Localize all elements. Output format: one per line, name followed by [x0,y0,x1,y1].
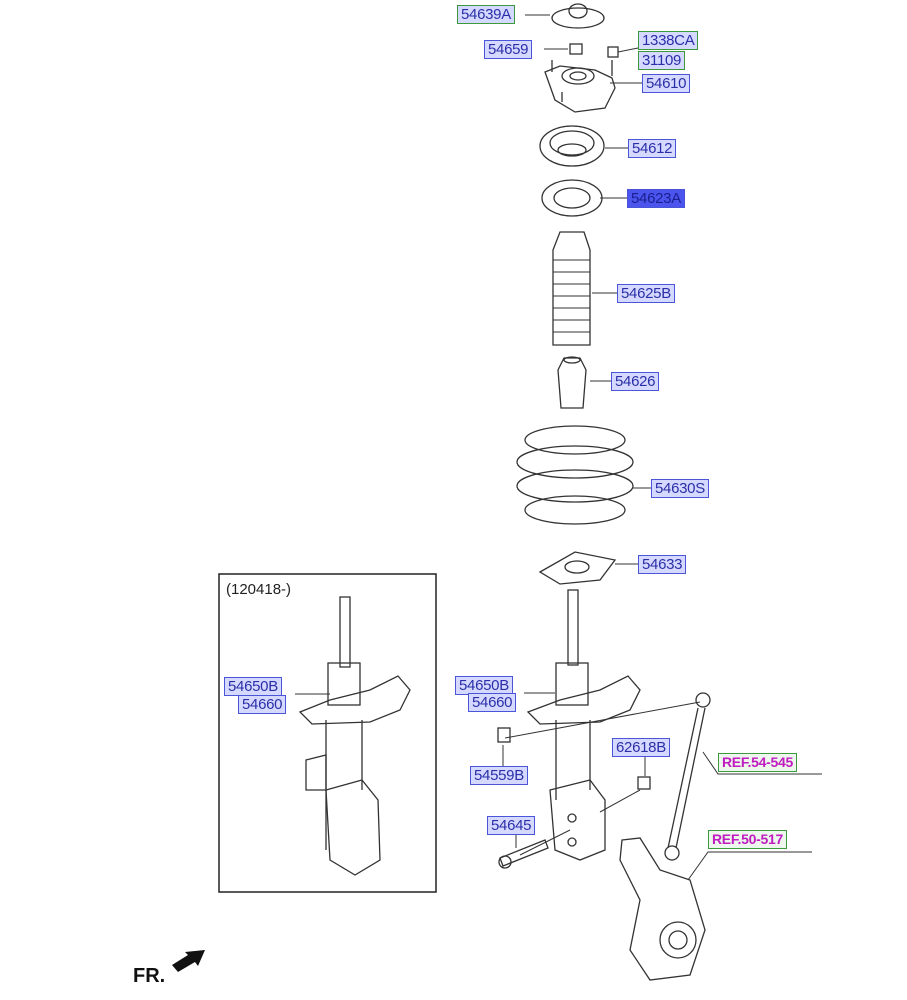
part-label-54559B[interactable]: 54559B [470,766,528,785]
part-label-54659[interactable]: 54659 [484,40,533,59]
inset-title: (120418-) [226,581,292,598]
part-label-54625B[interactable]: 54625B [617,284,675,303]
part-label-54623A-selected[interactable]: 54623A [627,189,685,208]
front-direction-arrow-icon [172,950,205,972]
part-label-54630S[interactable]: 54630S [651,479,709,498]
ref-link-54-545[interactable]: REF.54-545 [718,753,797,772]
part-label-54645[interactable]: 54645 [487,816,536,835]
part-label-54639A[interactable]: 54639A [457,5,515,24]
leader-lines [295,14,822,881]
part-label-54633[interactable]: 54633 [638,555,687,574]
variant-inset-box [218,573,437,893]
part-label-31109[interactable]: 31109 [638,51,686,70]
front-direction-label: FR. [133,965,166,987]
part-label-54610[interactable]: 54610 [642,74,691,93]
inset-part-label-54650B[interactable]: 54650B [224,677,282,696]
part-label-1338CA[interactable]: 1338CA [638,31,699,50]
part-label-54626[interactable]: 54626 [611,372,660,391]
part-label-54612[interactable]: 54612 [628,139,677,158]
inset-part-label-54660[interactable]: 54660 [238,695,287,714]
part-label-54650B[interactable]: 54650B [455,676,513,695]
part-label-54660[interactable]: 54660 [468,693,517,712]
ref-link-50-517[interactable]: REF.50-517 [708,830,787,849]
part-label-62618B[interactable]: 62618B [612,738,670,757]
